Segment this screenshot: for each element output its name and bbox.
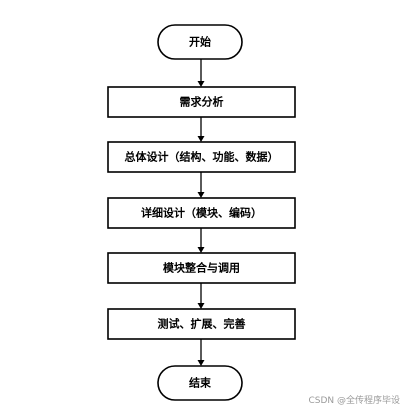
node-label-requirements: 需求分析 <box>180 95 224 109</box>
node-label-end: 结束 <box>188 376 212 390</box>
arrow-head <box>197 81 205 87</box>
flow-node-end: 结束 <box>157 365 243 401</box>
flow-node-integration: 模块整合与调用 <box>107 252 296 284</box>
process-box-testing <box>107 308 296 340</box>
node-label-overall-design: 总体设计（结构、功能、数据） <box>125 150 279 164</box>
process-box-overall-design <box>107 141 296 173</box>
process-box-integration <box>107 252 296 284</box>
arrow-head <box>197 192 205 198</box>
flow-node-testing: 测试、扩展、完善 <box>107 308 296 340</box>
arrow-head <box>197 303 205 309</box>
node-label-testing: 测试、扩展、完善 <box>158 317 246 331</box>
watermark-text: CSDN @全传程序毕设 <box>308 396 400 406</box>
flow-arrow-detailed-design-to-integration <box>197 228 205 253</box>
node-label-start: 开始 <box>189 35 211 49</box>
node-label-integration: 模块整合与调用 <box>163 261 240 275</box>
flow-node-start: 开始 <box>157 24 243 60</box>
arrow-head <box>197 136 205 142</box>
process-box-requirements <box>107 86 296 118</box>
flow-arrow-requirements-to-overall-design <box>197 117 205 142</box>
flow-node-requirements: 需求分析 <box>107 86 296 118</box>
terminal-shape-start <box>157 24 243 60</box>
flow-arrow-integration-to-testing <box>197 283 205 309</box>
flow-arrow-start-to-requirements <box>197 59 205 87</box>
arrow-head <box>197 360 205 366</box>
flow-arrow-testing-to-end <box>197 339 205 366</box>
flow-node-detailed-design: 详细设计（模块、编码） <box>107 197 296 229</box>
node-label-detailed-design: 详细设计（模块、编码） <box>141 206 262 220</box>
terminal-shape-end <box>157 365 243 401</box>
arrow-head <box>197 247 205 253</box>
process-box-detailed-design <box>107 197 296 229</box>
flowchart-edges <box>197 59 205 366</box>
flow-node-overall-design: 总体设计（结构、功能、数据） <box>107 141 296 173</box>
flow-arrow-overall-design-to-detailed-design <box>197 172 205 198</box>
